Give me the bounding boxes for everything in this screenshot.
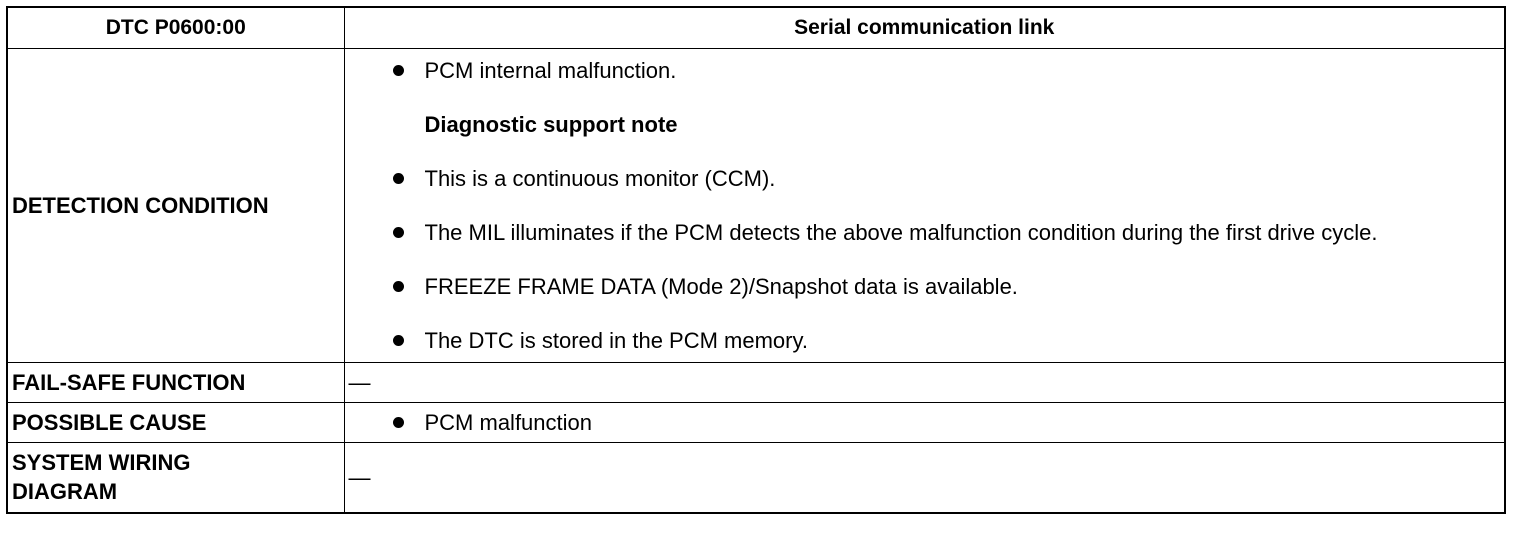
bullet-icon <box>392 335 404 346</box>
bullet-icon <box>392 65 404 76</box>
system-wiring-label-line: SYSTEM WIRING <box>12 450 191 476</box>
possible-cause-row: POSSIBLE CAUSE PCM malfunction <box>6 402 1506 443</box>
fail-safe-row: FAIL-SAFE FUNCTION — <box>6 362 1506 403</box>
header-row: DTC P0600:00 Serial communication link <box>6 6 1506 49</box>
note-item-text: The DTC is stored in the PCM memory. <box>424 328 808 353</box>
detection-condition-label: DETECTION CONDITION <box>6 48 345 363</box>
note-item: FREEZE FRAME DATA (Mode 2)/Snapshot data… <box>345 272 1505 301</box>
fail-safe-label: FAIL-SAFE FUNCTION <box>6 362 345 403</box>
possible-cause-value: PCM malfunction <box>343 402 1506 443</box>
diagnostic-support-note-heading: Diagnostic support note <box>424 112 678 137</box>
detection-item: PCM internal malfunction. <box>345 56 1505 85</box>
system-wiring-value: — <box>348 464 371 490</box>
possible-cause-item: PCM malfunction <box>345 408 1505 437</box>
bullet-icon <box>392 227 404 238</box>
detection-condition-row: DETECTION CONDITION PCM internal malfunc… <box>6 48 1506 363</box>
note-item: This is a continuous monitor (CCM). <box>345 164 1505 193</box>
bullet-icon <box>392 417 404 428</box>
system-wiring-row: SYSTEM WIRING DIAGRAM — <box>6 442 1506 513</box>
system-wiring-value-cell: — <box>343 442 1506 513</box>
system-wiring-label-line: DIAGRAM <box>12 479 118 505</box>
note-item: The DTC is stored in the PCM memory. <box>345 326 1505 355</box>
note-item-text: FREEZE FRAME DATA (Mode 2)/Snapshot data… <box>424 274 1018 299</box>
note-item-text: The MIL illuminates if the PCM detects t… <box>424 220 1378 245</box>
note-item-text: This is a continuous monitor (CCM). <box>424 166 776 191</box>
possible-cause-label: POSSIBLE CAUSE <box>6 402 345 443</box>
system-wiring-label: SYSTEM WIRING DIAGRAM <box>6 442 345 513</box>
detection-condition-value: PCM internal malfunction. Diagnostic sup… <box>343 48 1506 363</box>
fail-safe-value-cell: — <box>343 362 1506 403</box>
bullet-icon <box>392 173 404 184</box>
possible-cause-item-text: PCM malfunction <box>424 410 593 435</box>
dtc-table: DTC P0600:00 Serial communication link D… <box>6 6 1506 514</box>
fail-safe-value: — <box>348 370 371 395</box>
note-item: The MIL illuminates if the PCM detects t… <box>345 218 1505 247</box>
dtc-code-header: DTC P0600:00 <box>6 6 345 49</box>
dtc-name-header: Serial communication link <box>343 6 1506 49</box>
detection-item-text: PCM internal malfunction. <box>424 58 677 83</box>
bullet-icon <box>392 281 404 292</box>
